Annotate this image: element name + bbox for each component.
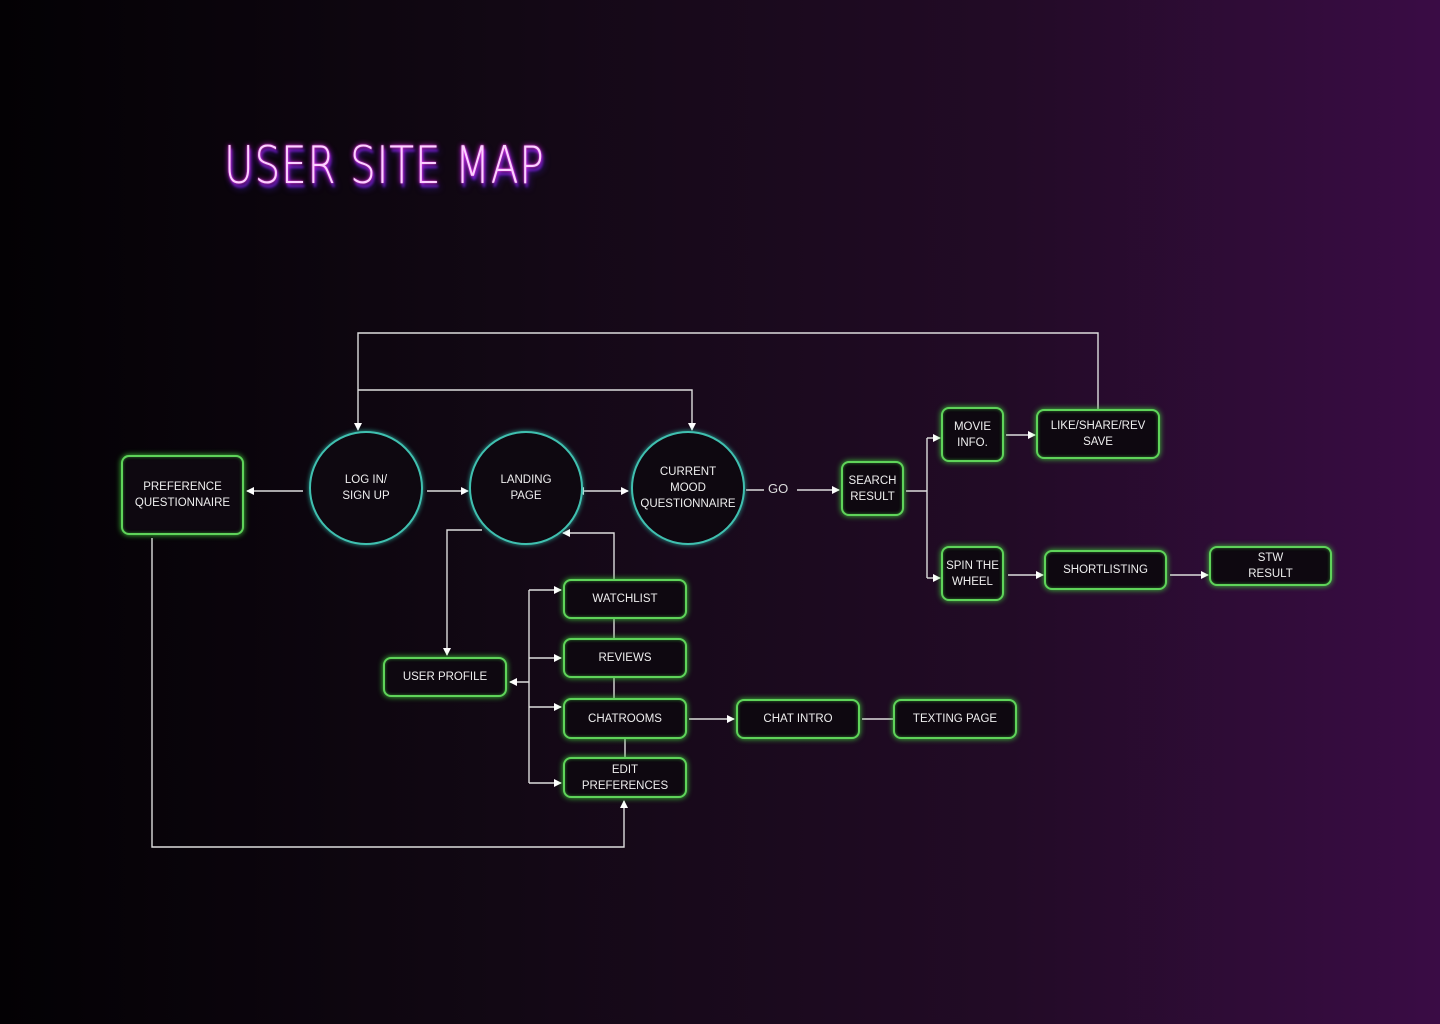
node-login[interactable]: LOG IN/ SIGN UP (309, 431, 423, 545)
edge-to-mood (358, 389, 696, 431)
node-preference-questionnaire[interactable]: PREFERENCE QUESTIONNAIRE (121, 455, 244, 535)
go-label: GO (768, 481, 789, 496)
node-chat-intro[interactable]: CHAT INTRO (736, 699, 860, 739)
node-reviews[interactable]: REVIEWS (563, 638, 687, 678)
node-texting-page[interactable]: TEXTING PAGE (893, 699, 1017, 739)
edge-watchlist-landing (562, 529, 615, 579)
node-edit-preferences[interactable]: EDIT PREFERENCES (563, 757, 687, 798)
node-landing[interactable]: LANDING PAGE (469, 431, 583, 545)
node-search-result[interactable]: SEARCH RESULT (841, 461, 904, 516)
node-stw-result[interactable]: STW RESULT (1209, 546, 1332, 586)
node-current-mood[interactable]: CURRENT MOOD QUESTIONNAIRE (631, 431, 745, 545)
node-shortlisting[interactable]: SHORTLISTING (1044, 550, 1167, 590)
page-title: USER SITE MAP (224, 136, 545, 196)
edge-landing-profile (443, 529, 482, 656)
edge-like-to-login (354, 332, 1099, 431)
edge-menu-spine (528, 590, 626, 783)
edge-search-branch (906, 438, 928, 578)
node-user-profile[interactable]: USER PROFILE (383, 657, 507, 697)
node-watchlist[interactable]: WATCHLIST (563, 579, 687, 619)
node-like-share[interactable]: LIKE/SHARE/REV SAVE (1036, 409, 1160, 459)
node-movie-info[interactable]: MOVIE INFO. (941, 407, 1004, 462)
node-spin-wheel[interactable]: SPIN THE WHEEL (941, 546, 1004, 601)
node-chatrooms[interactable]: CHATROOMS (563, 698, 687, 739)
edge-pref-edit (151, 538, 628, 848)
